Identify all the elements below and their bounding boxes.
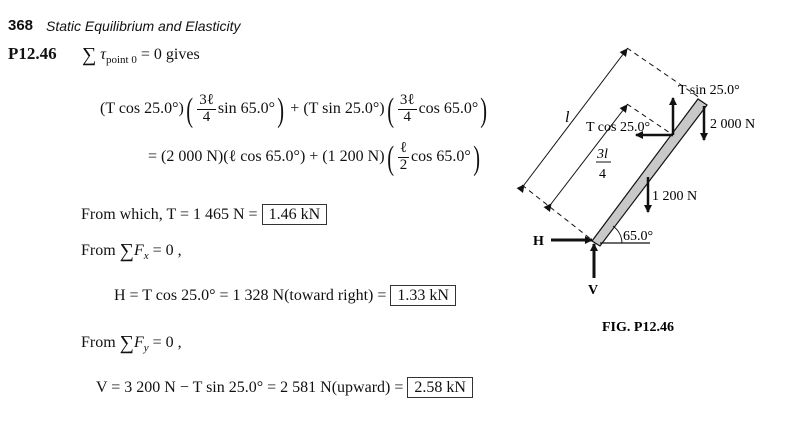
dashed-line-bottom xyxy=(521,184,593,241)
sum-symbol: ∑ xyxy=(119,240,134,262)
tension-text: From which, T = 1 465 N = xyxy=(81,206,262,223)
frac-denominator: 2 xyxy=(399,156,408,173)
length-label: l xyxy=(565,109,570,126)
load-2000-label: 2 000 N xyxy=(710,117,755,132)
paren-close: ) xyxy=(473,140,480,177)
term-tsin: (T sin 25.0°) xyxy=(303,100,385,117)
load-1200-label: 1 200 N xyxy=(652,189,697,204)
rhs-terms: = (2 000 N)(ℓ cos 65.0°) + (1 200 N) xyxy=(148,148,385,165)
sum-symbol: ∑ xyxy=(82,44,97,66)
force-subscript: x xyxy=(143,250,149,262)
force-symbol: F xyxy=(133,242,144,259)
three-quarter-numerator: 3l xyxy=(596,147,608,162)
from-label: From xyxy=(81,334,120,351)
paren-close: ) xyxy=(277,92,285,129)
h-answer-box: 1.33 kN xyxy=(390,285,456,306)
paren-open: ( xyxy=(386,92,394,129)
angle-label: 65.0° xyxy=(623,229,653,244)
frac-numerator: 3ℓ xyxy=(197,92,216,110)
h-result: H = T cos 25.0° = 1 328 N(toward right) … xyxy=(114,285,456,306)
term-cos65: cos 65.0° xyxy=(418,100,479,117)
v-label: V xyxy=(588,283,598,298)
tension-answer-box: 1.46 kN xyxy=(261,204,328,225)
torque-sum-statement: ∑ τpoint 0 = 0 gives xyxy=(82,44,200,67)
force-symbol: F xyxy=(133,334,144,351)
t-cos-label: T cos 25.0° xyxy=(586,120,650,135)
sum-fy-statement: From ∑Fy = 0 , xyxy=(81,332,182,355)
angle-arc xyxy=(612,225,623,244)
t-sin-label: T sin 25.0° xyxy=(678,83,740,98)
paren-open: ( xyxy=(386,140,394,177)
problem-id: P12.46 xyxy=(8,44,57,63)
figure-caption: FIG. P12.46 xyxy=(602,320,674,335)
tau-symbol: τ xyxy=(100,46,106,63)
term-sin65: sin 65.0° xyxy=(217,100,275,117)
three-quarter-dimension-line xyxy=(543,104,628,212)
chapter-title: Static Equilibrium and Elasticity xyxy=(46,18,241,34)
v-text: V = 3 200 N − T sin 25.0° = 2 581 N(upwa… xyxy=(96,379,408,396)
equals-zero: = 0 , xyxy=(148,334,182,351)
h-label: H xyxy=(533,234,544,249)
frac-denominator: 4 xyxy=(403,108,411,125)
paren-open: ( xyxy=(186,92,193,129)
tension-result: From which, T = 1 465 N = 1.46 kN xyxy=(81,204,328,225)
frac-numerator: 3ℓ xyxy=(397,92,417,110)
three-quarter-denominator: 4 xyxy=(599,167,606,182)
tau-subscript: point 0 xyxy=(106,54,137,66)
sum-symbol: ∑ xyxy=(119,332,134,354)
plus-sign: + xyxy=(286,100,304,117)
v-result: V = 3 200 N − T sin 25.0° = 2 581 N(upwa… xyxy=(96,377,473,398)
length-dimension-line xyxy=(516,48,628,193)
dashed-line-top xyxy=(626,47,701,99)
sum-fx-statement: From ∑Fx = 0 , xyxy=(81,240,182,263)
term-cos65: cos 65.0° xyxy=(411,148,471,165)
force-subscript: y xyxy=(143,342,149,354)
h-text: H = T cos 25.0° = 1 328 N(toward right) … xyxy=(114,287,391,304)
equals-zero: = 0 , xyxy=(148,242,182,259)
page-number: 368 xyxy=(8,17,34,34)
paren-close: ) xyxy=(480,92,488,129)
intro-rest: = 0 gives xyxy=(136,46,200,63)
frac-denominator: 4 xyxy=(202,108,211,125)
from-label: From xyxy=(81,242,120,259)
term-tcos: (T cos 25.0°) xyxy=(100,100,184,117)
v-answer-box: 2.58 kN xyxy=(407,377,473,398)
dashed-line-mid xyxy=(626,103,674,136)
frac-numerator: ℓ xyxy=(397,140,410,158)
